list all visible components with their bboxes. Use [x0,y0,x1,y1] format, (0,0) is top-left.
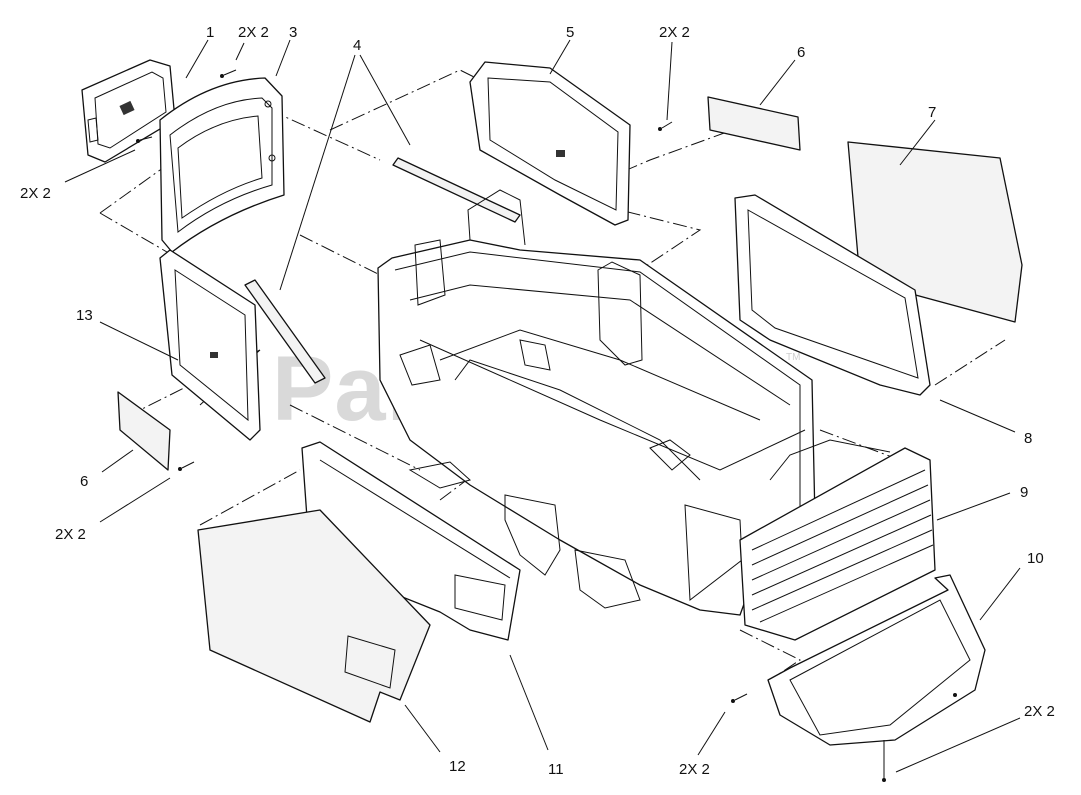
callout-3: 3 [289,24,297,41]
callout-labels: 1 2X 2 3 4 5 2X 2 6 7 2X 2 13 8 9 6 2X 2… [20,24,1055,778]
leader-lines [64,39,1021,773]
part-10-bumper [767,574,986,746]
callout-2x2-a: 2X 2 [238,24,269,41]
part-6-left-decal [117,391,171,471]
part-8-frame-panel [734,194,931,396]
callout-10: 10 [1027,550,1044,567]
callout-12: 12 [449,758,466,775]
screws [136,69,886,782]
callout-2x2-c: 2X 2 [20,185,51,202]
part-12-side-decal [197,509,431,723]
callout-6-top: 6 [797,44,805,61]
callout-5: 5 [566,24,574,41]
part-4-spacer-bars [244,157,521,384]
callout-2x2-d: 2X 2 [55,526,86,543]
callout-8: 8 [1024,430,1032,447]
callout-2x2-b: 2X 2 [659,24,690,41]
part-3-rear-housing [159,77,285,253]
callout-4: 4 [353,37,361,54]
callout-7: 7 [928,104,936,121]
callout-2x2-e: 2X 2 [1024,703,1055,720]
callout-1: 1 [206,24,214,41]
callout-11: 11 [548,761,564,778]
part-13-side-panel [159,249,261,441]
callout-13: 13 [76,307,93,324]
part-6-top-decal [707,96,801,151]
part-9-grille [739,447,936,641]
callout-6-bottom: 6 [80,473,88,490]
watermark-trademark: TM [786,352,800,363]
callout-2x2-f: 2X 2 [679,761,710,778]
part-5-top-panel [469,61,631,226]
callout-9: 9 [1020,484,1028,501]
